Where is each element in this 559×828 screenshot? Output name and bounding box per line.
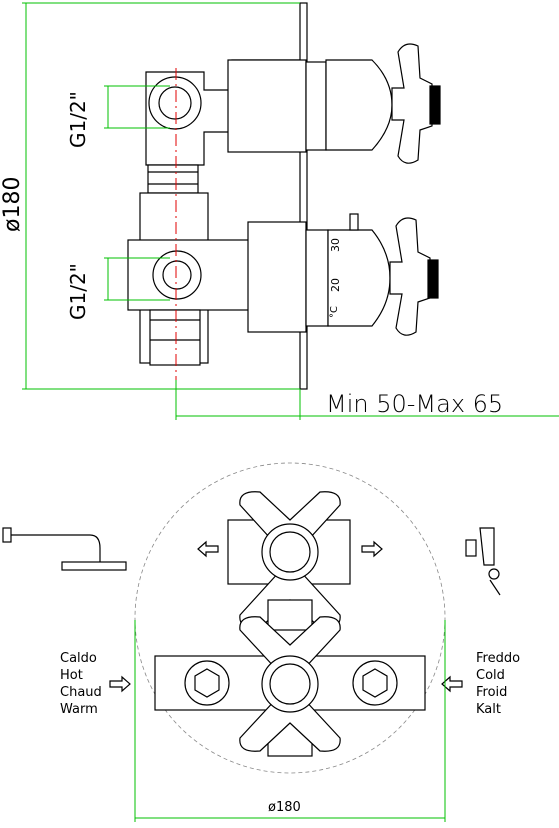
- lower-inlet-thread-label: G1/2": [66, 263, 90, 320]
- cold-label-de: Kalt: [476, 702, 501, 717]
- upper-valve-sleeve: [227, 59, 307, 153]
- hot-label-fr: Chaud: [60, 685, 102, 700]
- front-view-dimension: [134, 620, 446, 822]
- thermostat-unit-label: °C: [329, 306, 340, 318]
- thermostat-sleeve: [305, 229, 329, 327]
- side-view-dimensions: [22, 2, 559, 420]
- lower-inlet-port: [152, 250, 202, 300]
- outlet-arrow-left: [197, 540, 219, 558]
- front-upper-handle: [227, 491, 351, 629]
- upper-inlet-port: [148, 76, 202, 130]
- lower-handle: [389, 217, 431, 336]
- side-diameter-label: ø180: [0, 176, 25, 232]
- upper-handle: [391, 43, 433, 164]
- hand-shower-icon: [465, 527, 501, 596]
- rosette-outline: [134, 462, 446, 774]
- outlet-arrow-right: [361, 540, 383, 558]
- wall-plate: [299, 2, 308, 390]
- cold-label-fr: Froid: [476, 685, 508, 700]
- shower-head-icon: [2, 527, 127, 571]
- side-view: [127, 2, 441, 390]
- hot-label-it: Caldo: [60, 651, 97, 666]
- upper-inlet-thread-label: G1/2": [66, 91, 90, 148]
- upper-valve-cap: [325, 59, 393, 151]
- depth-range-label: Min 50-Max 65: [326, 390, 504, 418]
- front-view: [2, 462, 501, 774]
- thermostat-mark-30: 30: [329, 238, 342, 252]
- front-diameter-label: ø180: [268, 800, 301, 815]
- cold-label-it: Freddo: [476, 651, 521, 666]
- upper-valve-cartridge: [305, 61, 327, 151]
- cold-inlet-labels: Freddo Cold Froid Kalt: [476, 650, 520, 718]
- hot-label-de: Warm: [60, 702, 98, 717]
- hot-inlet-labels: Caldo Hot Chaud Warm: [60, 650, 102, 718]
- cold-inlet-arrow: [441, 675, 463, 693]
- body-connector: [147, 164, 199, 194]
- thermostat-mark-20: 20: [329, 278, 342, 292]
- front-lower-handle: [239, 616, 341, 752]
- cold-label-en: Cold: [476, 668, 505, 683]
- hot-inlet-arrow: [109, 675, 131, 693]
- hot-label-en: Hot: [60, 668, 83, 683]
